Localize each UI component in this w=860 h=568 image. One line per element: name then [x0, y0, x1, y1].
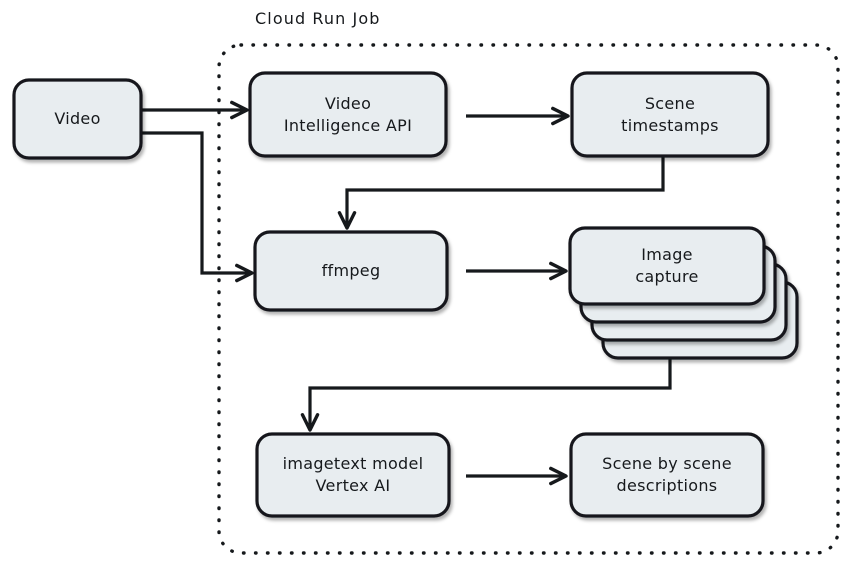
group-container-cloud-run-job — [217, 43, 840, 555]
edge-video-to-ffmpeg — [141, 131, 252, 275]
arrowhead-scene-timestamps-to-ffmpeg — [337, 211, 357, 230]
node-image-capture[interactable] — [568, 226, 799, 360]
node-scene-by-scene-descriptions-shape — [569, 432, 765, 518]
arrowhead-imagetext-model-to-scene-descriptions — [549, 466, 568, 486]
node-video[interactable] — [12, 78, 143, 160]
group-container-layer — [217, 43, 840, 555]
node-video-intelligence-api-shape — [248, 71, 448, 158]
edge-image-capture-to-imagetext-model — [308, 355, 672, 430]
group-title-cloud-run-job: Cloud Run Job — [255, 9, 381, 28]
node-scene-timestamps[interactable] — [570, 71, 770, 158]
arrowhead-video-intelligence-api-to-scene-timestamps — [551, 106, 570, 126]
arrowhead-ffmpeg-to-image-capture — [549, 261, 568, 281]
node-video-intelligence-api[interactable] — [248, 71, 448, 158]
node-scene-by-scene-descriptions[interactable] — [569, 432, 765, 518]
arrowhead-image-capture-to-imagetext-model — [300, 413, 320, 432]
edge-layer — [141, 100, 672, 486]
edge-scene-timestamps-to-ffmpeg — [345, 157, 665, 228]
arrowhead-video-to-video-intelligence-api — [230, 100, 249, 120]
node-video-shape — [12, 78, 143, 160]
node-imagetext-model-vertex-ai[interactable] — [255, 432, 451, 518]
node-scene-timestamps-shape — [570, 71, 770, 158]
node-imagetext-model-vertex-ai-shape — [255, 432, 451, 518]
arrowhead-video-to-ffmpeg — [235, 263, 254, 283]
node-layer — [12, 71, 799, 518]
node-ffmpeg[interactable] — [253, 230, 449, 312]
node-ffmpeg-shape — [253, 230, 449, 312]
node-image-capture-card-0 — [568, 226, 766, 306]
